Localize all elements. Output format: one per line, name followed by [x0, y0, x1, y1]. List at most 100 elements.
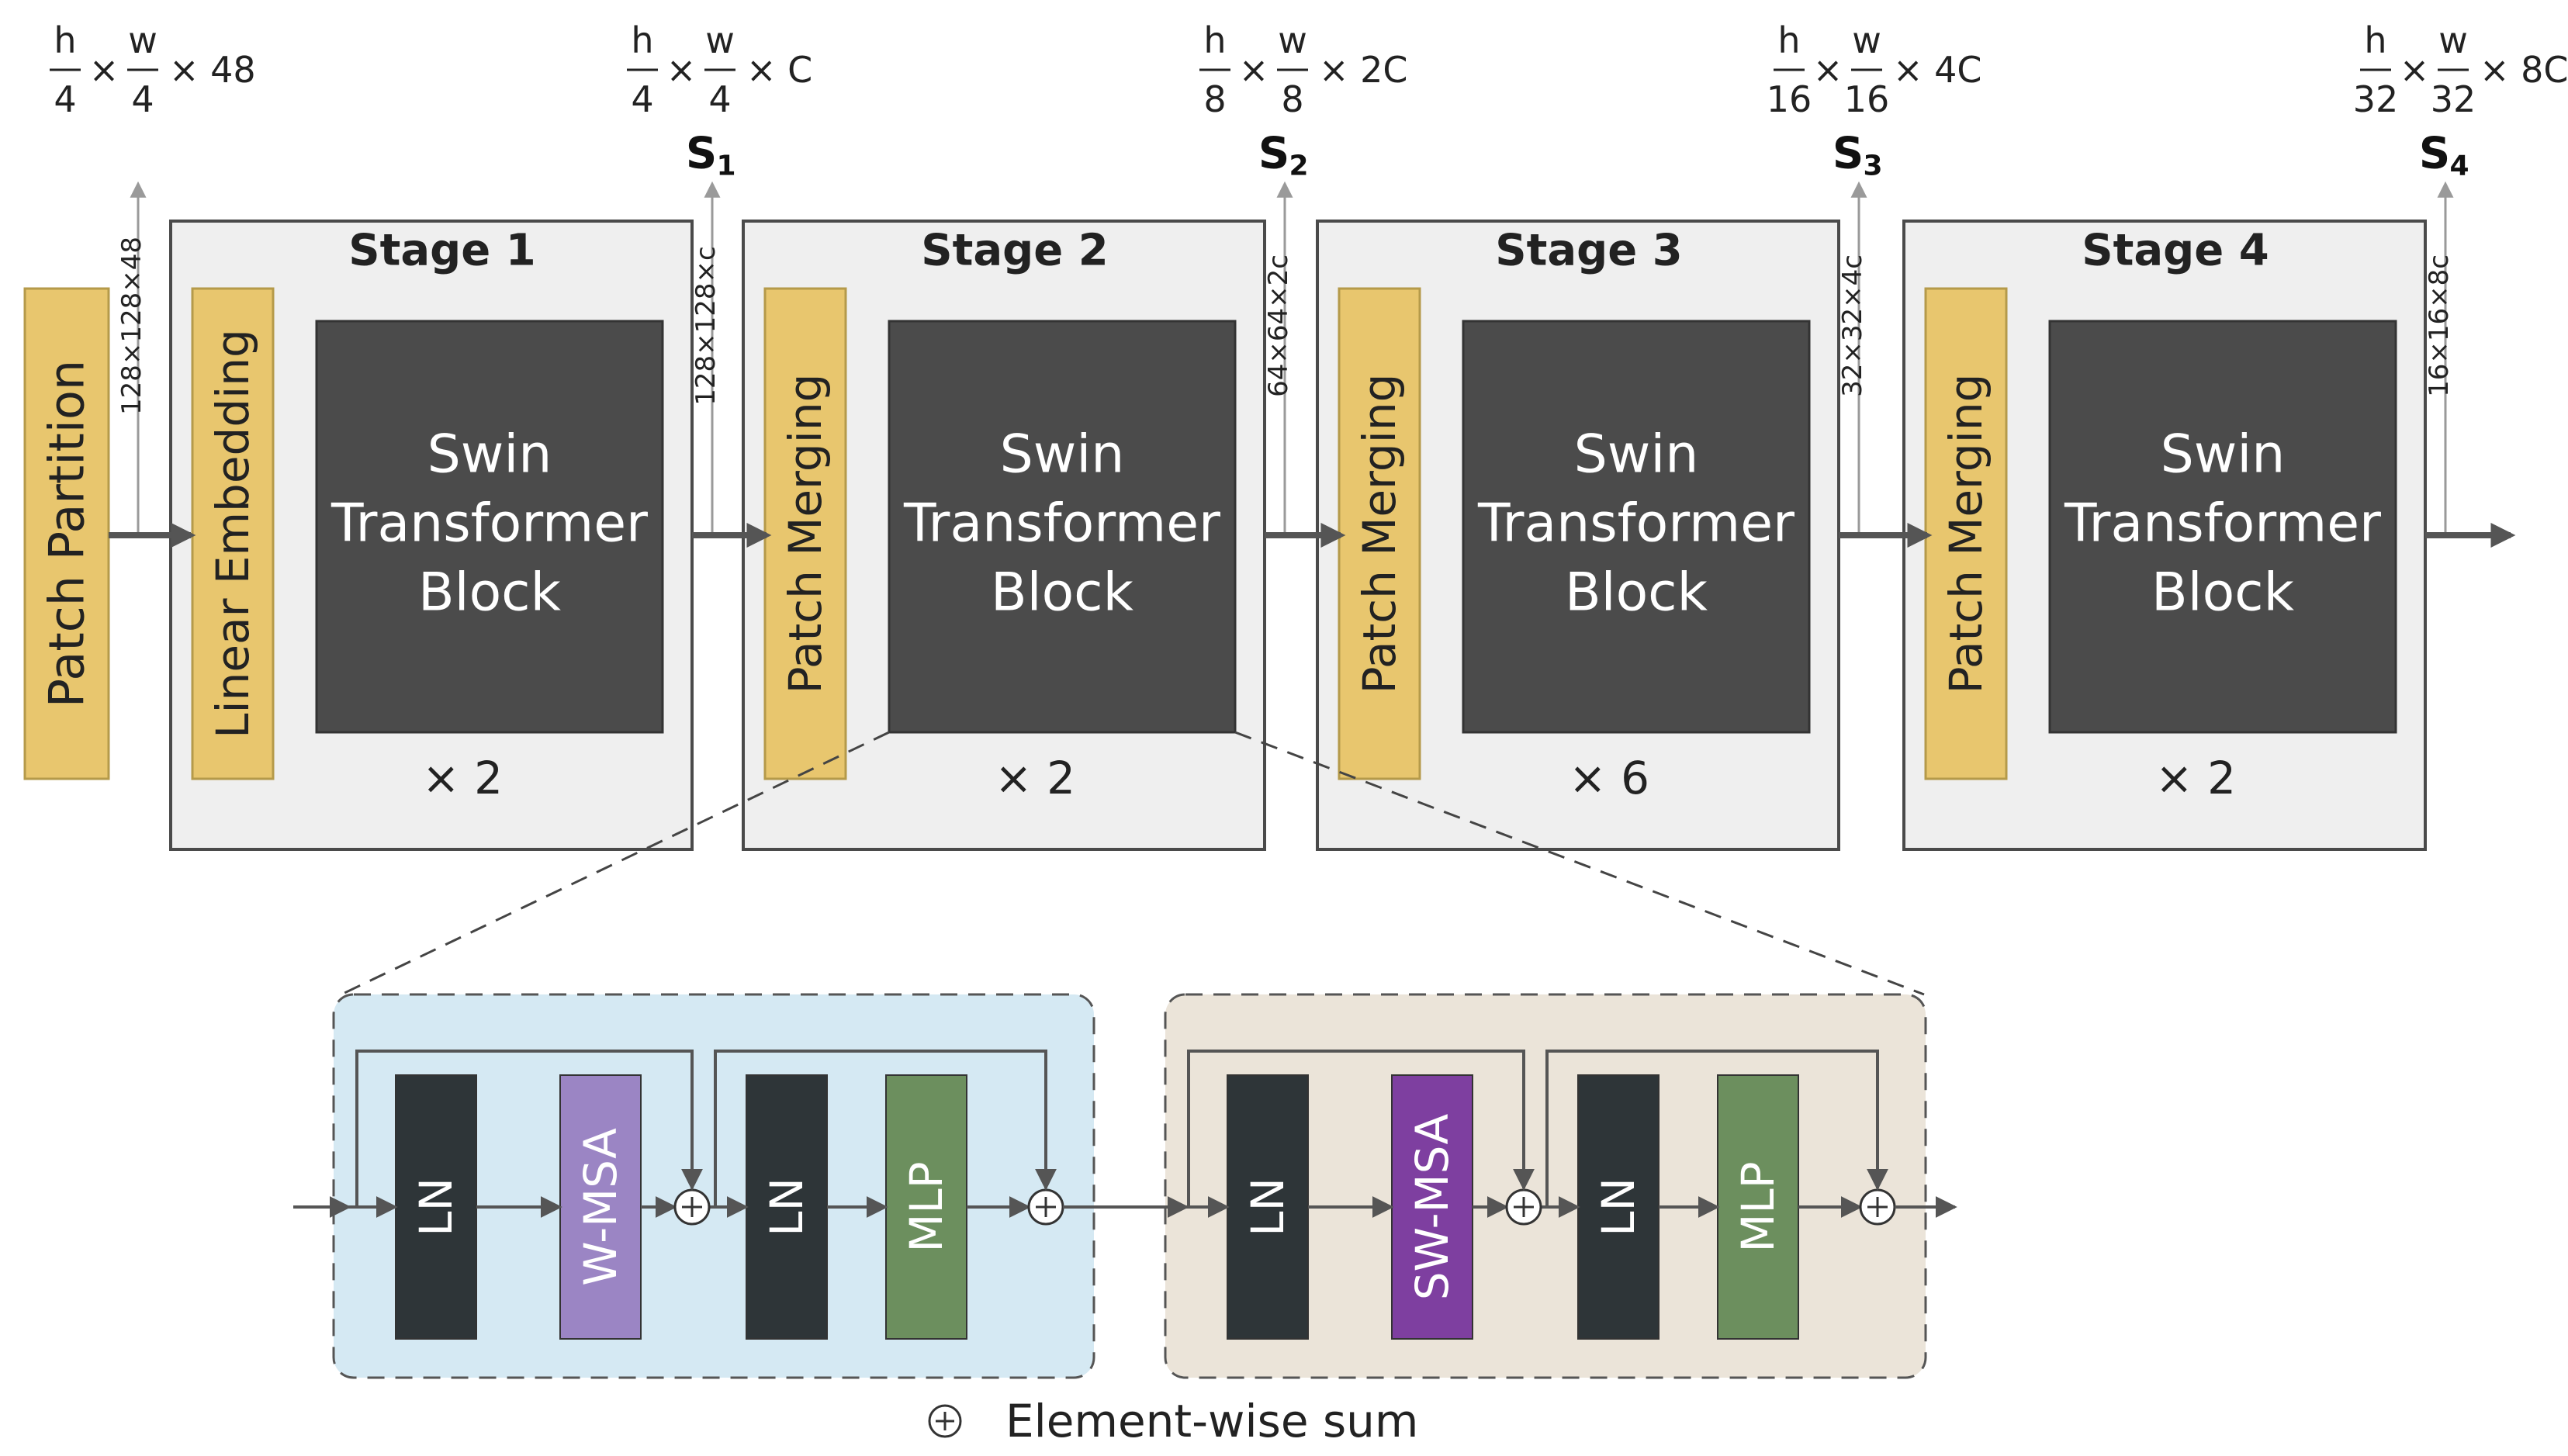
stage-1-output-channel-term: × C: [746, 49, 812, 91]
mlp-block-label: MLP: [1732, 1161, 1784, 1252]
stage-3-output-times-sign: ×: [1813, 49, 1843, 91]
stage-4-swin-block-line: Swin: [2161, 424, 2286, 486]
stage-2-output-h-numerator: h: [1203, 19, 1226, 61]
stage-2-merge-label: Patch Merging: [779, 374, 832, 694]
stage-1-output-h-numerator: h: [631, 19, 653, 61]
stage-3-output-h-numerator: h: [1777, 19, 1800, 61]
stage-1-merge-block: [191, 287, 275, 780]
stage-1-swin-block-line: Swin: [427, 424, 552, 486]
stage-2-scale-label: S: [1258, 129, 1289, 179]
stage-4-scale-label: S: [2419, 129, 2450, 179]
stage-3-scale-subscript: 3: [1863, 150, 1882, 182]
stage-3-merge-label: Patch Merging: [1353, 374, 1406, 694]
stage-2-output-times-sign: ×: [1239, 49, 1269, 91]
stage-3-swin-block-line: Swin: [1574, 424, 1699, 486]
stage-4-title: Stage 4: [2082, 226, 2269, 276]
stage-4-output-times-sign: ×: [2400, 49, 2430, 91]
stage-4-swin-block-line: Transformer: [2064, 493, 2381, 555]
stage-4-repeat-count: × 2: [2155, 752, 2236, 804]
stage-3-swin-block: [1462, 320, 1811, 734]
stage-1-output-h-denominator: 4: [631, 78, 653, 120]
patch-partition-label: Patch Partition: [39, 360, 95, 707]
residual-connection: [1545, 1050, 1888, 1207]
ln-block-label: LN: [1592, 1178, 1645, 1236]
stage-2-repeat-count: × 2: [995, 752, 1075, 804]
stage-3-output-w-numerator: w: [1852, 19, 1881, 61]
stage-2-scale-subscript: 2: [1289, 150, 1308, 182]
stage-1-scale-label: S: [686, 129, 717, 179]
residual-connection: [355, 1050, 703, 1207]
zoom-dashed-line-right: [1234, 731, 1925, 996]
stage-4-output-h-numerator: h: [2364, 19, 2386, 61]
input-times-sign: ×: [89, 49, 119, 91]
stage-4-output-channel-term: × 8C: [2480, 49, 2568, 91]
zoom-dashed-line-left: [341, 731, 890, 996]
stage-1-output-w-numerator: w: [705, 19, 735, 61]
input-w-denominator: 4: [131, 78, 154, 120]
stage-1-repeat-count: × 2: [422, 752, 503, 804]
stage-2-output-dimension-formula: h 8 ×w 8 × 2C: [1199, 19, 1408, 120]
stage-3-output-dimension-formula: h16×w16× 4C: [1767, 19, 1982, 120]
mlp-block: [1717, 1074, 1799, 1340]
stage-2-output-channel-term: × 2C: [1319, 49, 1408, 91]
stage-2-swin-block: [888, 320, 1237, 734]
stage-3-repeat-count: × 6: [1569, 752, 1649, 804]
legend-label: Element-wise sum: [1005, 1395, 1418, 1447]
stage-4-output-shape: 16×16×8c: [2424, 254, 2455, 397]
input-w-numerator: w: [128, 19, 157, 61]
stage-3-swin-block-line: Block: [1565, 562, 1708, 624]
stage-3-output-channel-term: × 4C: [1893, 49, 1982, 91]
input-dimension-formula: h 4 ×w 4 × 48: [50, 19, 256, 120]
stage-1-scale-subscript: 1: [716, 150, 735, 182]
stage-2-swin-block-line: Block: [991, 562, 1134, 624]
input-h-numerator: h: [54, 19, 76, 61]
stage-4-output-dimension-formula: h32×w32× 8C: [2353, 19, 2568, 120]
stage-2-merge-block: [763, 287, 847, 780]
stage-3-title: Stage 3: [1495, 226, 1682, 276]
stage-3-output-shape: 32×32×4c: [1837, 254, 1868, 397]
patch-partition-block: [23, 287, 110, 780]
input-h-denominator: 4: [54, 78, 76, 120]
stage-1-output-times-sign: ×: [666, 49, 697, 91]
w-msa-block-label: W-MSA: [574, 1128, 627, 1286]
stage-1-output-w-denominator: 4: [708, 78, 731, 120]
stage-3-scale-label: S: [1833, 129, 1864, 179]
stage-1-swin-block-line: Transformer: [331, 493, 648, 555]
stage-1-title: Stage 1: [348, 226, 535, 276]
stage-2-swin-block-line: Swin: [1000, 424, 1125, 486]
stage-2-title: Stage 2: [921, 226, 1108, 276]
ln-block: [395, 1074, 477, 1340]
stage-4-output-w-numerator: w: [2438, 19, 2468, 61]
stage-4-swin-block: [2048, 320, 2397, 734]
stage-4-output-w-denominator: 32: [2431, 78, 2476, 120]
stage-2-output-w-denominator: 8: [1281, 78, 1303, 120]
input-shape-label: 128×128×48: [116, 237, 147, 415]
stage-4-scale-subscript: 4: [2449, 150, 2469, 182]
mlp-block-label: MLP: [900, 1161, 953, 1252]
residual-connection: [714, 1050, 1057, 1207]
stage-2: Stage 2 Patch Merging SwinTransformerBlock…: [742, 19, 1408, 851]
stage-2-output-h-denominator: 8: [1203, 78, 1226, 120]
stage-2-output-shape: 64×64×2c: [1263, 254, 1294, 397]
ln-block-label: LN: [1241, 1178, 1294, 1236]
stage-3-output-w-denominator: 16: [1844, 78, 1890, 120]
stage-4-output-h-denominator: 32: [2353, 78, 2399, 120]
stage-4-merge-block: [1924, 287, 2008, 780]
stage-2-output-w-numerator: w: [1278, 19, 1307, 61]
stage-4-merge-label: Patch Merging: [1940, 374, 1992, 694]
stage-1-swin-block: [315, 320, 664, 734]
stage-2-swin-block-line: Transformer: [903, 493, 1220, 555]
stage-1-swin-block-line: Block: [418, 562, 562, 624]
input-channel-term: × 48: [169, 49, 256, 91]
mlp-block: [885, 1074, 967, 1340]
stage-1-output-shape: 128×128×c: [690, 246, 722, 405]
ln-block-label: LN: [410, 1178, 462, 1236]
ln-block: [1227, 1074, 1309, 1340]
